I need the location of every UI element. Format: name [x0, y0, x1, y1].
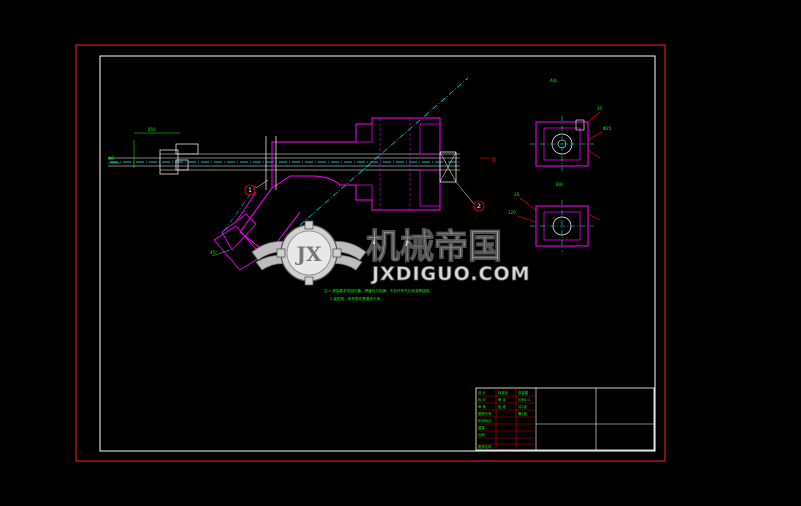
watermark-cn: 机械帝国 [366, 227, 502, 267]
side-view-b [517, 197, 601, 252]
tb-r0-c2: 总装图 [518, 390, 529, 395]
gear-wings-logo-icon: JX [251, 220, 367, 286]
label-dim-phi25: Φ25 [603, 126, 612, 131]
label-view-a: A向 [550, 77, 557, 83]
tb-r6-c0: 比例 [478, 432, 485, 437]
balloon-2 [473, 200, 485, 212]
label-bp: B [492, 157, 496, 163]
tb-r0-c0: 设 计 [478, 390, 486, 395]
tb-r5-c0: 重量 [478, 425, 485, 430]
watermark-en: JXDIGUO.COM [370, 263, 531, 285]
tb-r0-c1: 标准化 [498, 390, 509, 395]
label-dim-35b: 35 [514, 192, 520, 197]
label-dim-left: Φ8 [108, 156, 114, 161]
tb-r1-c2: 比例1:1 [518, 397, 530, 402]
logo-letters: JX [295, 242, 322, 266]
label-view-b: B向 [556, 181, 563, 187]
tb-r1-c1: 审 定 [498, 397, 506, 402]
tb-r2-c1: 批 准 [498, 404, 506, 409]
label-dim-120: 120 [508, 210, 516, 215]
tb-r2-c2: 共1张 [518, 404, 528, 409]
corner-mark: . [80, 449, 81, 453]
title-block [475, 387, 655, 451]
tb-r3-c2: 第1张 [518, 411, 528, 416]
balloon-1 [244, 184, 256, 196]
balloon-2-text: 2 [477, 203, 481, 210]
tb-r4-c0: 阶段标记 [478, 418, 492, 423]
inner-frame [99, 55, 656, 452]
title-block-text: 设 计 标准化 总装图 校 对 审 定 比例1:1 审 核 批 准 共1张 图样… [478, 390, 530, 449]
tb-r3-c0: 图样代号 [478, 411, 492, 416]
main-assembly [108, 77, 490, 271]
label-dim-top: 850 [148, 127, 156, 132]
note-line-1: 注:1.焊接要求牢固可靠，焊缝均匀饱满，不允许有气孔夹渣等缺陷。 [324, 288, 433, 293]
balloon-1-text: 1 [248, 187, 252, 194]
tb-r1-c0: 校 对 [478, 397, 486, 402]
tb-r2-c0: 审 核 [478, 404, 486, 409]
outer-frame [75, 44, 666, 462]
tb-r7-c0: 图样名称 [478, 444, 492, 449]
label-dim-angle: 45° [210, 250, 217, 255]
labels: 1 2 B A向 B向 35 Φ25 35 120 850 Φ8 45° 注:1… [108, 77, 612, 301]
label-dim-35a: 35 [597, 106, 603, 111]
side-view-a [530, 111, 603, 172]
note-line-2: 2.装配前，所有零件需清洗干净。 [330, 296, 384, 301]
watermark: JX 机械帝国 JXDIGUO.COM [251, 220, 531, 286]
